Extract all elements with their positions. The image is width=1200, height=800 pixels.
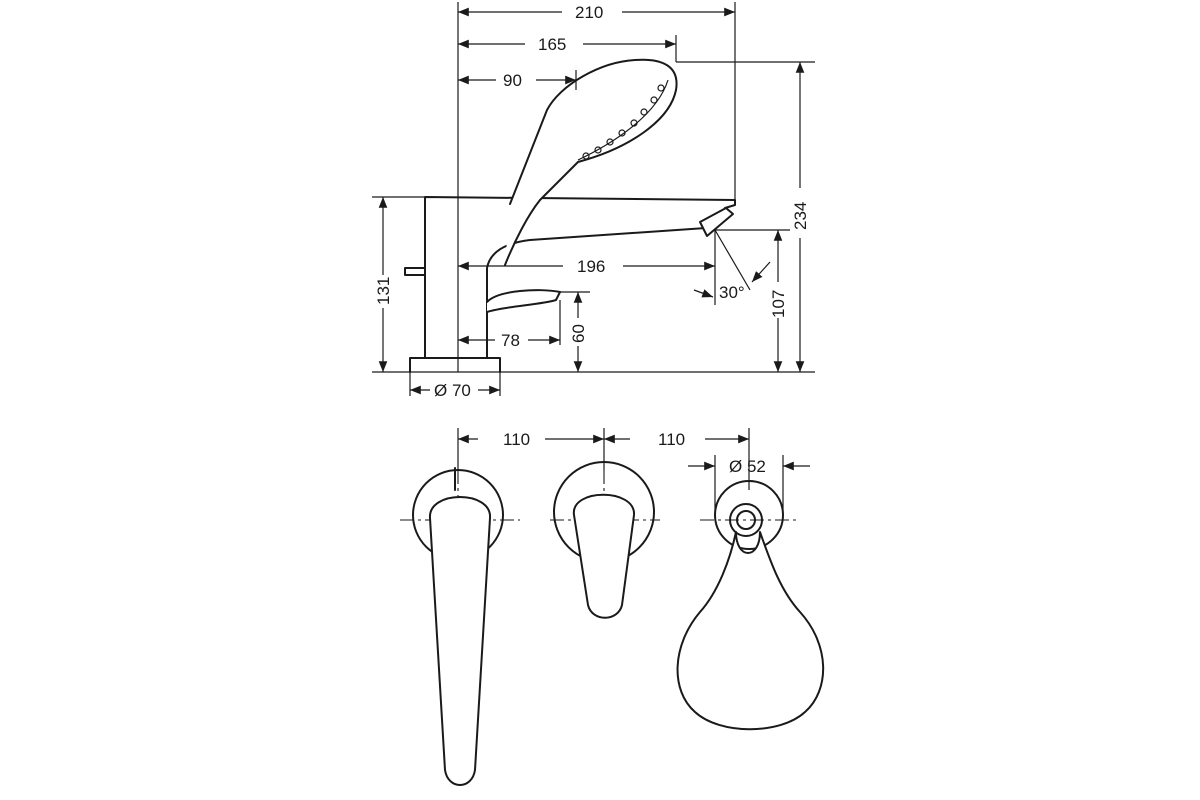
side-view: 210 165 90 234 131 196 30° 107 78	[372, 2, 815, 400]
right-diverter	[676, 480, 825, 731]
middle-handle	[553, 461, 655, 619]
dim-90: 90	[503, 71, 522, 90]
spout-nozzle	[699, 207, 734, 237]
dim-110-left: 110	[503, 430, 530, 449]
base-plate	[409, 357, 501, 373]
dim-234: 234	[791, 202, 810, 230]
dim-131: 131	[374, 277, 393, 305]
left-handle	[412, 467, 504, 786]
dim-107: 107	[769, 290, 788, 318]
dim-30-degrees: 30°	[719, 283, 745, 302]
shower-nozzles	[582, 84, 665, 160]
diverter-knob	[404, 267, 426, 276]
dim-165: 165	[538, 35, 566, 54]
dim-196: 196	[577, 257, 605, 276]
hand-shower	[504, 58, 678, 266]
dim-60: 60	[569, 324, 588, 343]
top-view: 110 110 Ø 52	[400, 428, 825, 786]
lower-spout	[486, 289, 561, 313]
dim-diameter-70: Ø 70	[434, 381, 471, 400]
dim-diameter-52: Ø 52	[729, 457, 766, 476]
dim-210: 210	[575, 3, 603, 22]
mixer-body	[424, 196, 736, 359]
dim-110-right: 110	[658, 430, 685, 449]
dim-78: 78	[501, 331, 520, 350]
